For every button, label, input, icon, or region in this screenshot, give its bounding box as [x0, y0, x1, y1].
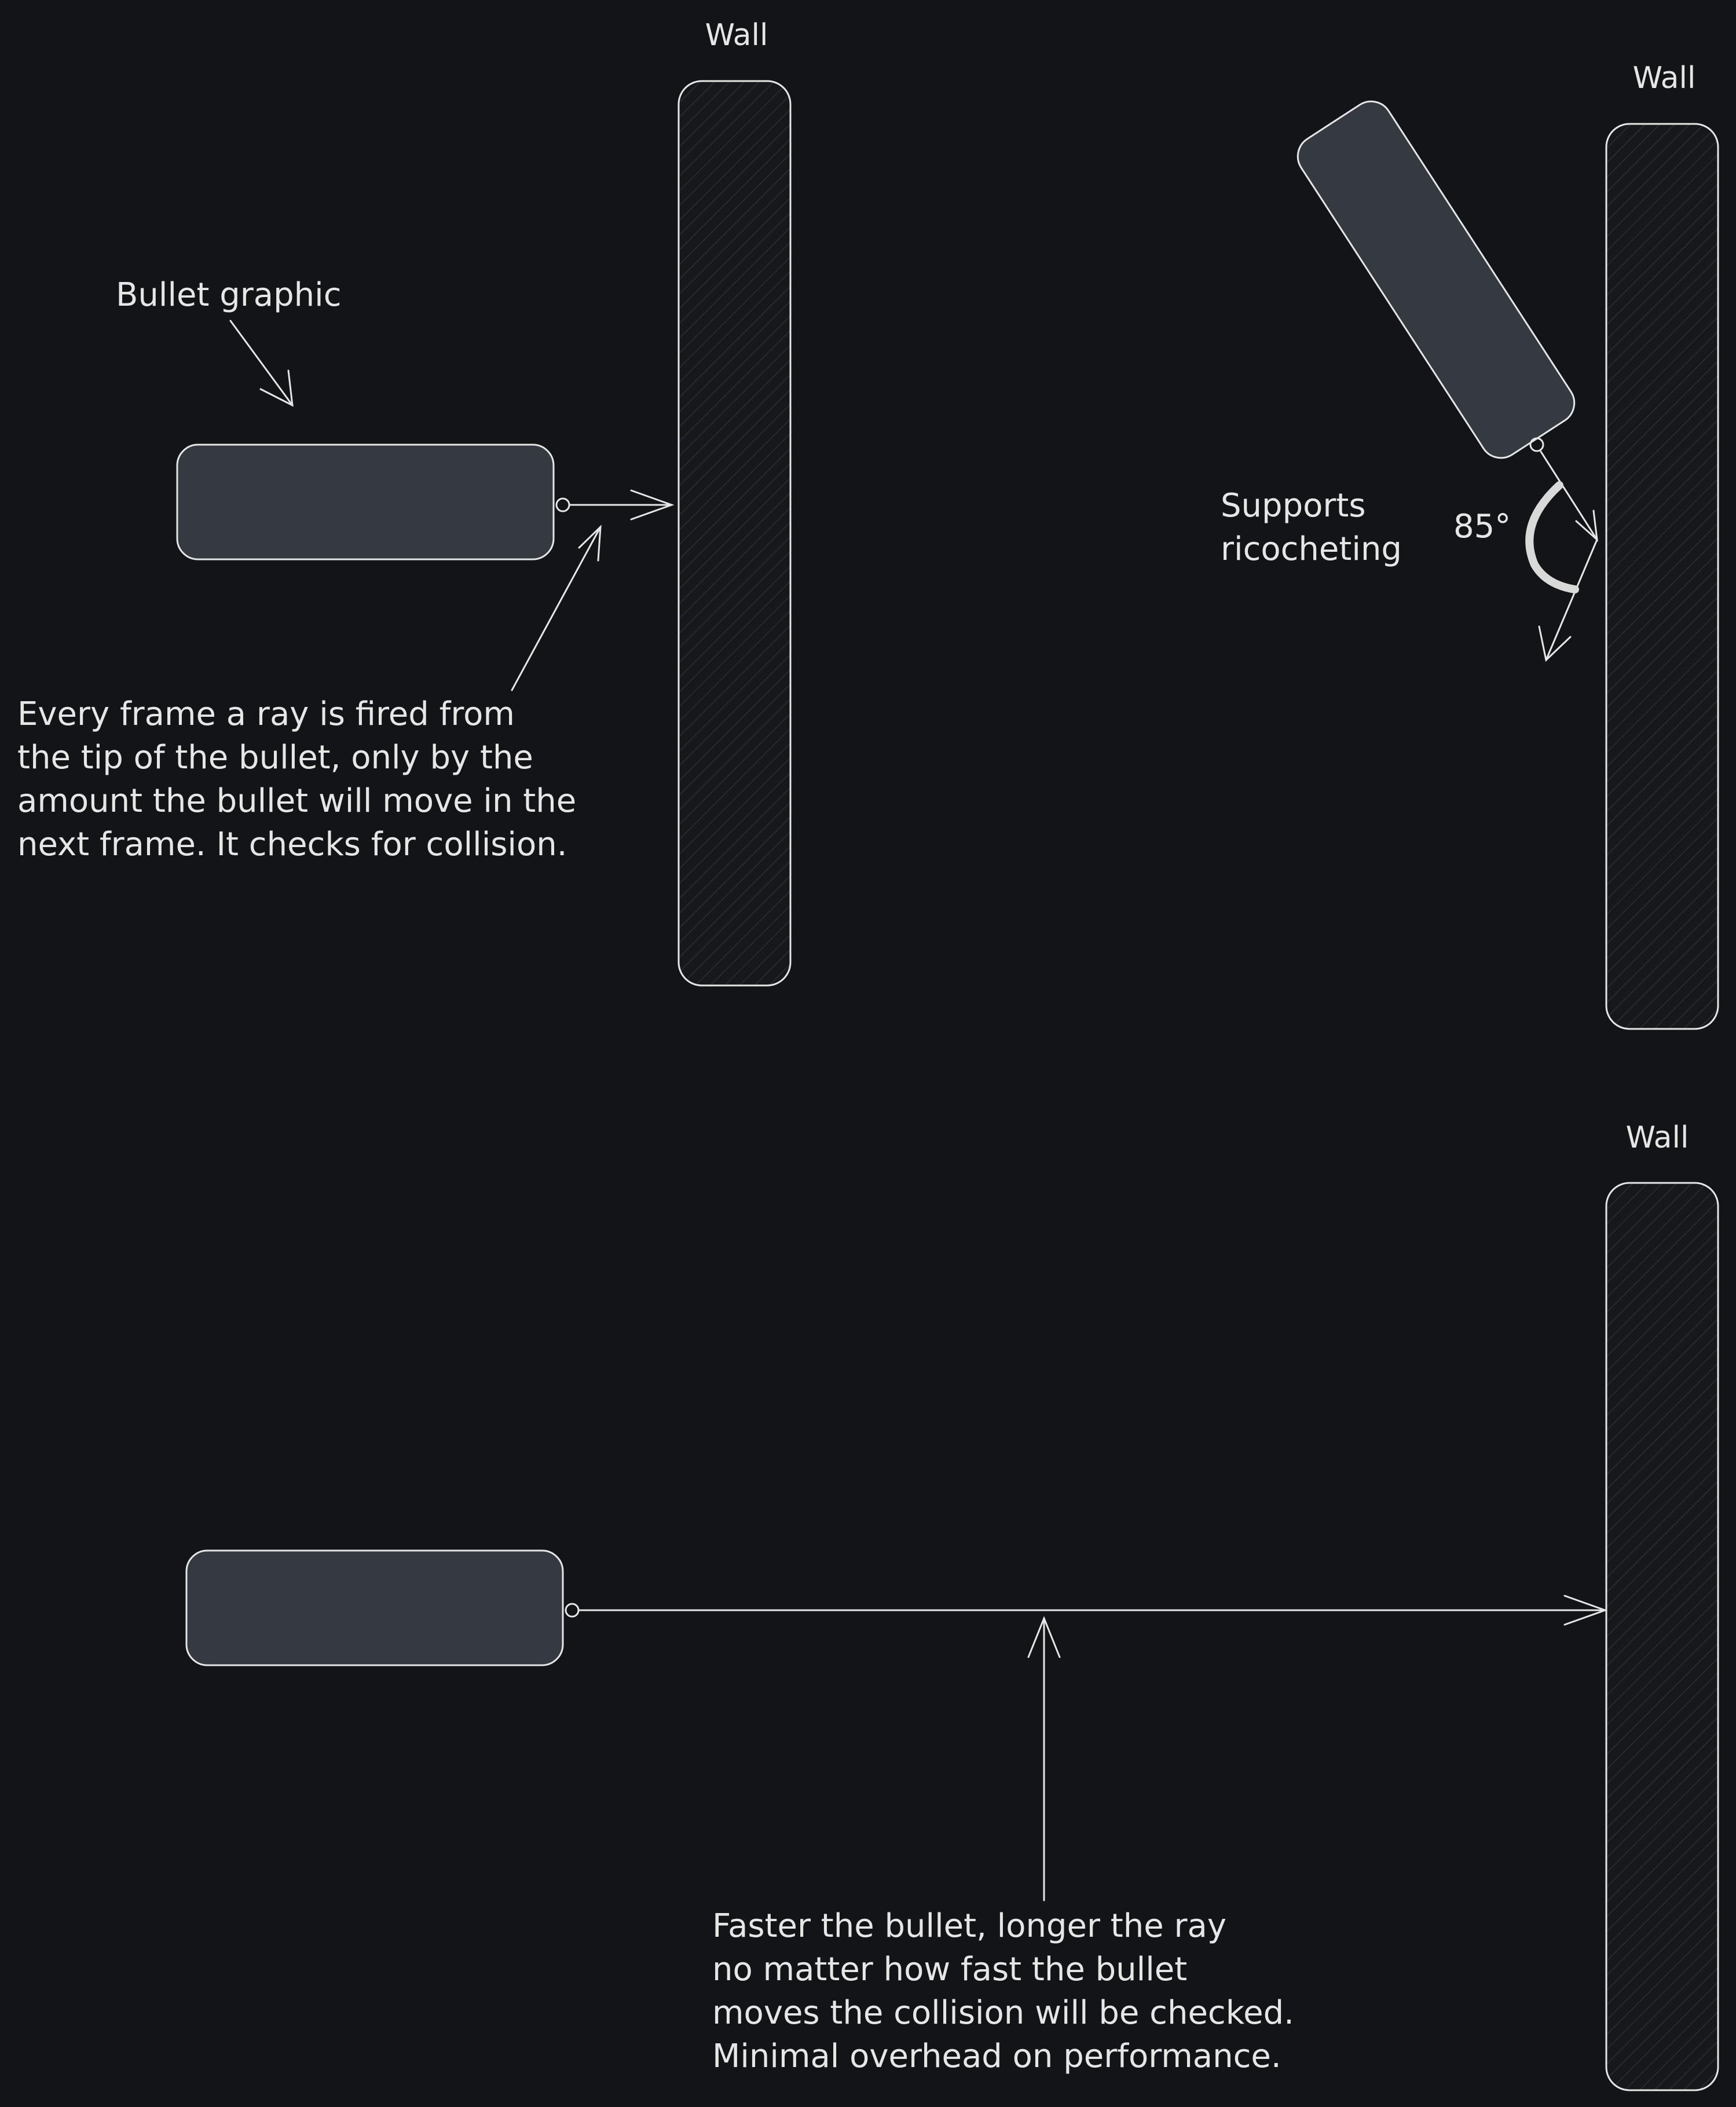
bullet-graphic-label: Bullet graphic — [116, 276, 342, 314]
bullet-ricochet — [1296, 100, 1576, 459]
ricochet-label: Supports ricocheting — [1221, 487, 1402, 568]
angle-arc — [1525, 481, 1579, 593]
scene-ricochet: Wall 85° Supports ricocheting — [1221, 61, 1719, 1030]
bullet-graphic-arrow — [229, 320, 294, 407]
ray-1 — [569, 489, 675, 521]
wall-2 — [1605, 123, 1719, 1030]
bullet-tip-ricochet — [1529, 437, 1544, 452]
bullet-1 — [176, 444, 555, 560]
ricochet-ray — [1538, 538, 1598, 662]
ray-explanation-arrow — [511, 525, 602, 691]
fast-bullet-text: Faster the bullet, longer the ray no mat… — [712, 1907, 1305, 2075]
angle-label: 85° — [1453, 508, 1511, 545]
ray-explanation-text: Every frame a ray is fired from the tip … — [17, 695, 587, 863]
wall-3 — [1605, 1182, 1719, 2091]
scene-fast-bullet: Wall Faster the bullet, longer the ray n… — [185, 1120, 1719, 2091]
fast-bullet-arrow — [1027, 1615, 1061, 1901]
scene-basic-ray: Wall Bullet graphic Every frame a ray is… — [17, 18, 792, 987]
wall-label-2: Wall — [1633, 61, 1696, 96]
wall-label-1: Wall — [705, 18, 768, 53]
wall-1 — [677, 80, 792, 987]
bullet-2 — [185, 1549, 564, 1666]
wall-label-3: Wall — [1626, 1120, 1689, 1155]
ray-long — [578, 1595, 1608, 1626]
